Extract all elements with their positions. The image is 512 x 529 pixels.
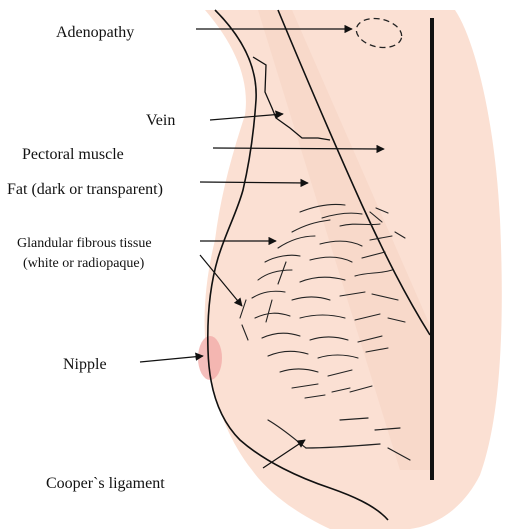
label-pectoral-muscle: Pectoral muscle bbox=[22, 146, 124, 163]
label-vein: Vein bbox=[146, 112, 175, 129]
label-glandular-line2: (white or radiopaque) bbox=[23, 256, 145, 271]
label-glandular-line1: Glandular fibrous tissue bbox=[17, 236, 152, 251]
nipple-arrow bbox=[140, 356, 203, 362]
label-fat: Fat (dark or transparent) bbox=[7, 181, 163, 198]
label-cooper-ligament: Cooper`s ligament bbox=[46, 475, 165, 492]
label-nipple: Nipple bbox=[63, 356, 107, 373]
label-adenopathy: Adenopathy bbox=[56, 24, 134, 41]
